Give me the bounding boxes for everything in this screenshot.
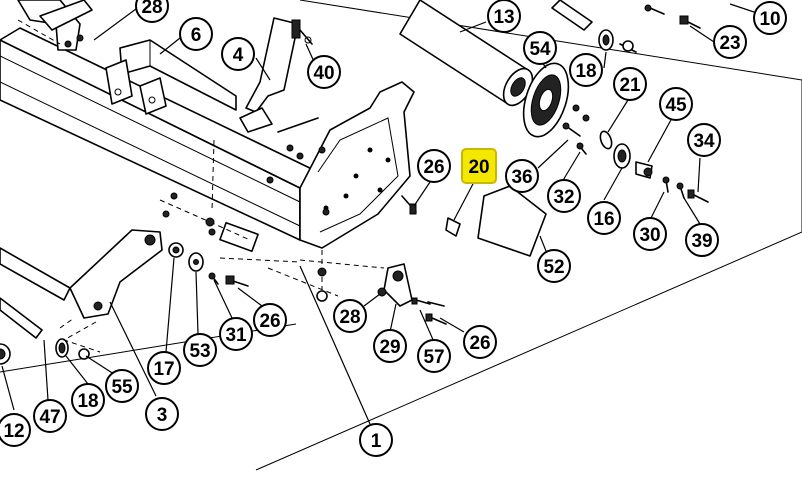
callout-label: 40 bbox=[313, 63, 334, 84]
callout-26-lower[interactable]: 26 bbox=[463, 325, 497, 359]
callout-label: 26 bbox=[469, 333, 490, 354]
callout-47[interactable]: 47 bbox=[33, 399, 67, 433]
collar-45 bbox=[635, 161, 653, 179]
callout-label: 47 bbox=[39, 407, 60, 428]
callout-label: 34 bbox=[693, 131, 715, 152]
callout-label: 39 bbox=[691, 231, 712, 252]
callout-label: 17 bbox=[153, 359, 174, 380]
callout-label: 26 bbox=[259, 311, 280, 332]
callout-label: 57 bbox=[423, 347, 444, 368]
guard-52 bbox=[477, 185, 547, 257]
callout-label: 6 bbox=[191, 25, 202, 46]
ring-21 bbox=[599, 130, 613, 150]
callout-57[interactable]: 57 bbox=[417, 339, 451, 373]
fastener-28-29-57 bbox=[377, 287, 447, 325]
callout-label: 52 bbox=[543, 257, 564, 278]
callout-label: 26 bbox=[423, 157, 444, 178]
callout-13[interactable]: 13 bbox=[487, 0, 521, 33]
callout-30[interactable]: 30 bbox=[633, 217, 667, 251]
callout-26-left[interactable]: 26 bbox=[253, 303, 287, 337]
callout-32[interactable]: 32 bbox=[547, 179, 581, 213]
callout-6[interactable]: 6 bbox=[179, 17, 213, 51]
gas-spring-40 bbox=[277, 29, 319, 133]
frame-hardware bbox=[64, 34, 330, 302]
bearing-16 bbox=[613, 143, 631, 169]
top-left-bracket-28 bbox=[17, 0, 93, 51]
callout-17[interactable]: 17 bbox=[147, 351, 181, 385]
callout-53[interactable]: 53 bbox=[183, 333, 217, 367]
callout-1[interactable]: 1 bbox=[359, 423, 393, 457]
callout-label: 32 bbox=[553, 187, 574, 208]
shaft-left bbox=[0, 247, 71, 339]
screw-30 bbox=[662, 176, 670, 193]
callout-label: 18 bbox=[77, 391, 98, 412]
callout-45[interactable]: 45 bbox=[659, 87, 693, 121]
bolt-39 bbox=[676, 182, 685, 199]
callout-34[interactable]: 34 bbox=[687, 123, 721, 157]
callout-label: 54 bbox=[529, 39, 551, 60]
callout-label: 31 bbox=[225, 325, 247, 346]
leader-lines bbox=[1, 3, 755, 425]
callout-label: 1 bbox=[371, 431, 382, 452]
callout-18[interactable]: 18 bbox=[569, 53, 603, 87]
callout-label: 16 bbox=[593, 209, 614, 230]
callout-52[interactable]: 52 bbox=[537, 249, 571, 283]
callout-16[interactable]: 16 bbox=[587, 201, 621, 235]
callout-21[interactable]: 21 bbox=[613, 67, 647, 101]
callout-label: 23 bbox=[719, 33, 740, 54]
callout-28[interactable]: 28 bbox=[135, 0, 169, 23]
callout-55[interactable]: 55 bbox=[105, 369, 139, 403]
pivot-bracket-29 bbox=[383, 263, 413, 307]
callout-26[interactable]: 26 bbox=[417, 149, 451, 183]
callout-label: 18 bbox=[575, 61, 596, 82]
pin-20 bbox=[445, 217, 461, 237]
callout-label: 20 bbox=[468, 157, 489, 178]
callout-label: 36 bbox=[511, 167, 532, 188]
callout-10[interactable]: 10 bbox=[753, 1, 787, 35]
roller-13 bbox=[399, 0, 593, 107]
handle-4 bbox=[239, 17, 301, 133]
arm-3 bbox=[69, 229, 163, 319]
callout-label: 45 bbox=[665, 95, 687, 116]
callout-28-lower[interactable]: 28 bbox=[333, 299, 367, 333]
bearing-18 bbox=[598, 29, 614, 51]
side-plate bbox=[299, 81, 415, 249]
callout-label: 13 bbox=[493, 7, 514, 28]
callout-label: 4 bbox=[233, 45, 244, 66]
callout-label: 55 bbox=[111, 377, 133, 398]
bolt-34 bbox=[687, 189, 709, 203]
callout-label: 53 bbox=[189, 341, 210, 362]
callout-36[interactable]: 36 bbox=[505, 159, 539, 193]
screws-36-32 bbox=[562, 104, 590, 155]
callout-40[interactable]: 40 bbox=[307, 55, 341, 89]
callout-29[interactable]: 29 bbox=[373, 329, 407, 363]
callout-18-lower[interactable]: 18 bbox=[71, 383, 105, 417]
callout-label: 29 bbox=[379, 337, 400, 358]
callout-label: 3 bbox=[157, 405, 168, 426]
callout-31[interactable]: 31 bbox=[219, 317, 253, 351]
callout-label: 28 bbox=[339, 307, 360, 328]
washers-17-53-31 bbox=[168, 242, 249, 287]
callout-4[interactable]: 4 bbox=[221, 37, 255, 71]
shaft-pin-23 bbox=[619, 4, 701, 53]
callout-20-highlighted[interactable]: 20 bbox=[461, 148, 497, 184]
callout-12[interactable]: 12 bbox=[0, 413, 31, 447]
sprocket-54 bbox=[522, 62, 570, 138]
fastener-26-top bbox=[401, 195, 417, 215]
callout-label: 10 bbox=[759, 9, 780, 30]
top-bracket-6 bbox=[105, 39, 237, 115]
callout-39[interactable]: 39 bbox=[685, 223, 719, 257]
callout-label: 28 bbox=[141, 0, 162, 18]
callout-54[interactable]: 54 bbox=[523, 31, 557, 65]
callout-label: 21 bbox=[619, 75, 641, 96]
callout-label: 12 bbox=[3, 421, 24, 442]
callout-3[interactable]: 3 bbox=[145, 397, 179, 431]
callout-23[interactable]: 23 bbox=[713, 25, 747, 59]
callout-label: 30 bbox=[639, 225, 660, 246]
